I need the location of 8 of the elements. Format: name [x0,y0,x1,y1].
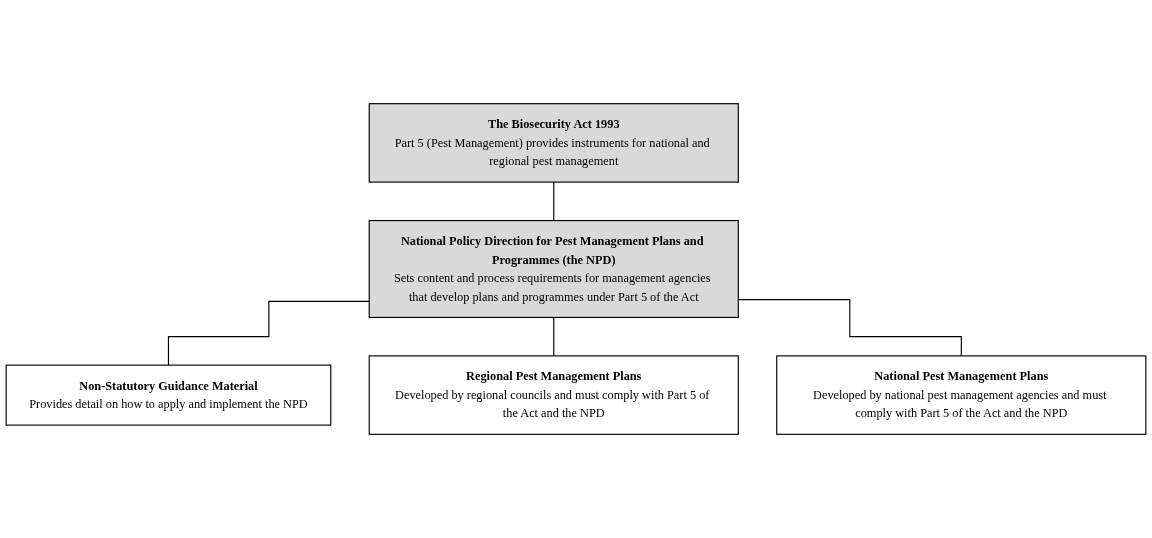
node-box: Non-Statutory Guidance Material Provides detail on how to apply and implement the NPD [5,364,332,426]
node-box: The Biosecurity Act 1993 Part 5 (Pest Management) provides instruments for national and regional pest management [368,103,739,183]
node-box: National Pest Management Plans Developed by national pest management agencies and must comply with Part 5 of the Act and the NPD [776,355,1147,435]
node-box: National Policy Direction for Pest Management Plans and Programmes (the NPD) Sets content and process requirements for management agencies that develop plans and programmes under Part 5 of the Act [368,220,739,318]
connector [167,300,370,366]
connector [553,181,555,222]
node-box: Regional Pest Management Plans Developed by regional councils and must comply with Part 5 of the Act and the NPD [368,355,739,435]
connector [553,316,555,357]
